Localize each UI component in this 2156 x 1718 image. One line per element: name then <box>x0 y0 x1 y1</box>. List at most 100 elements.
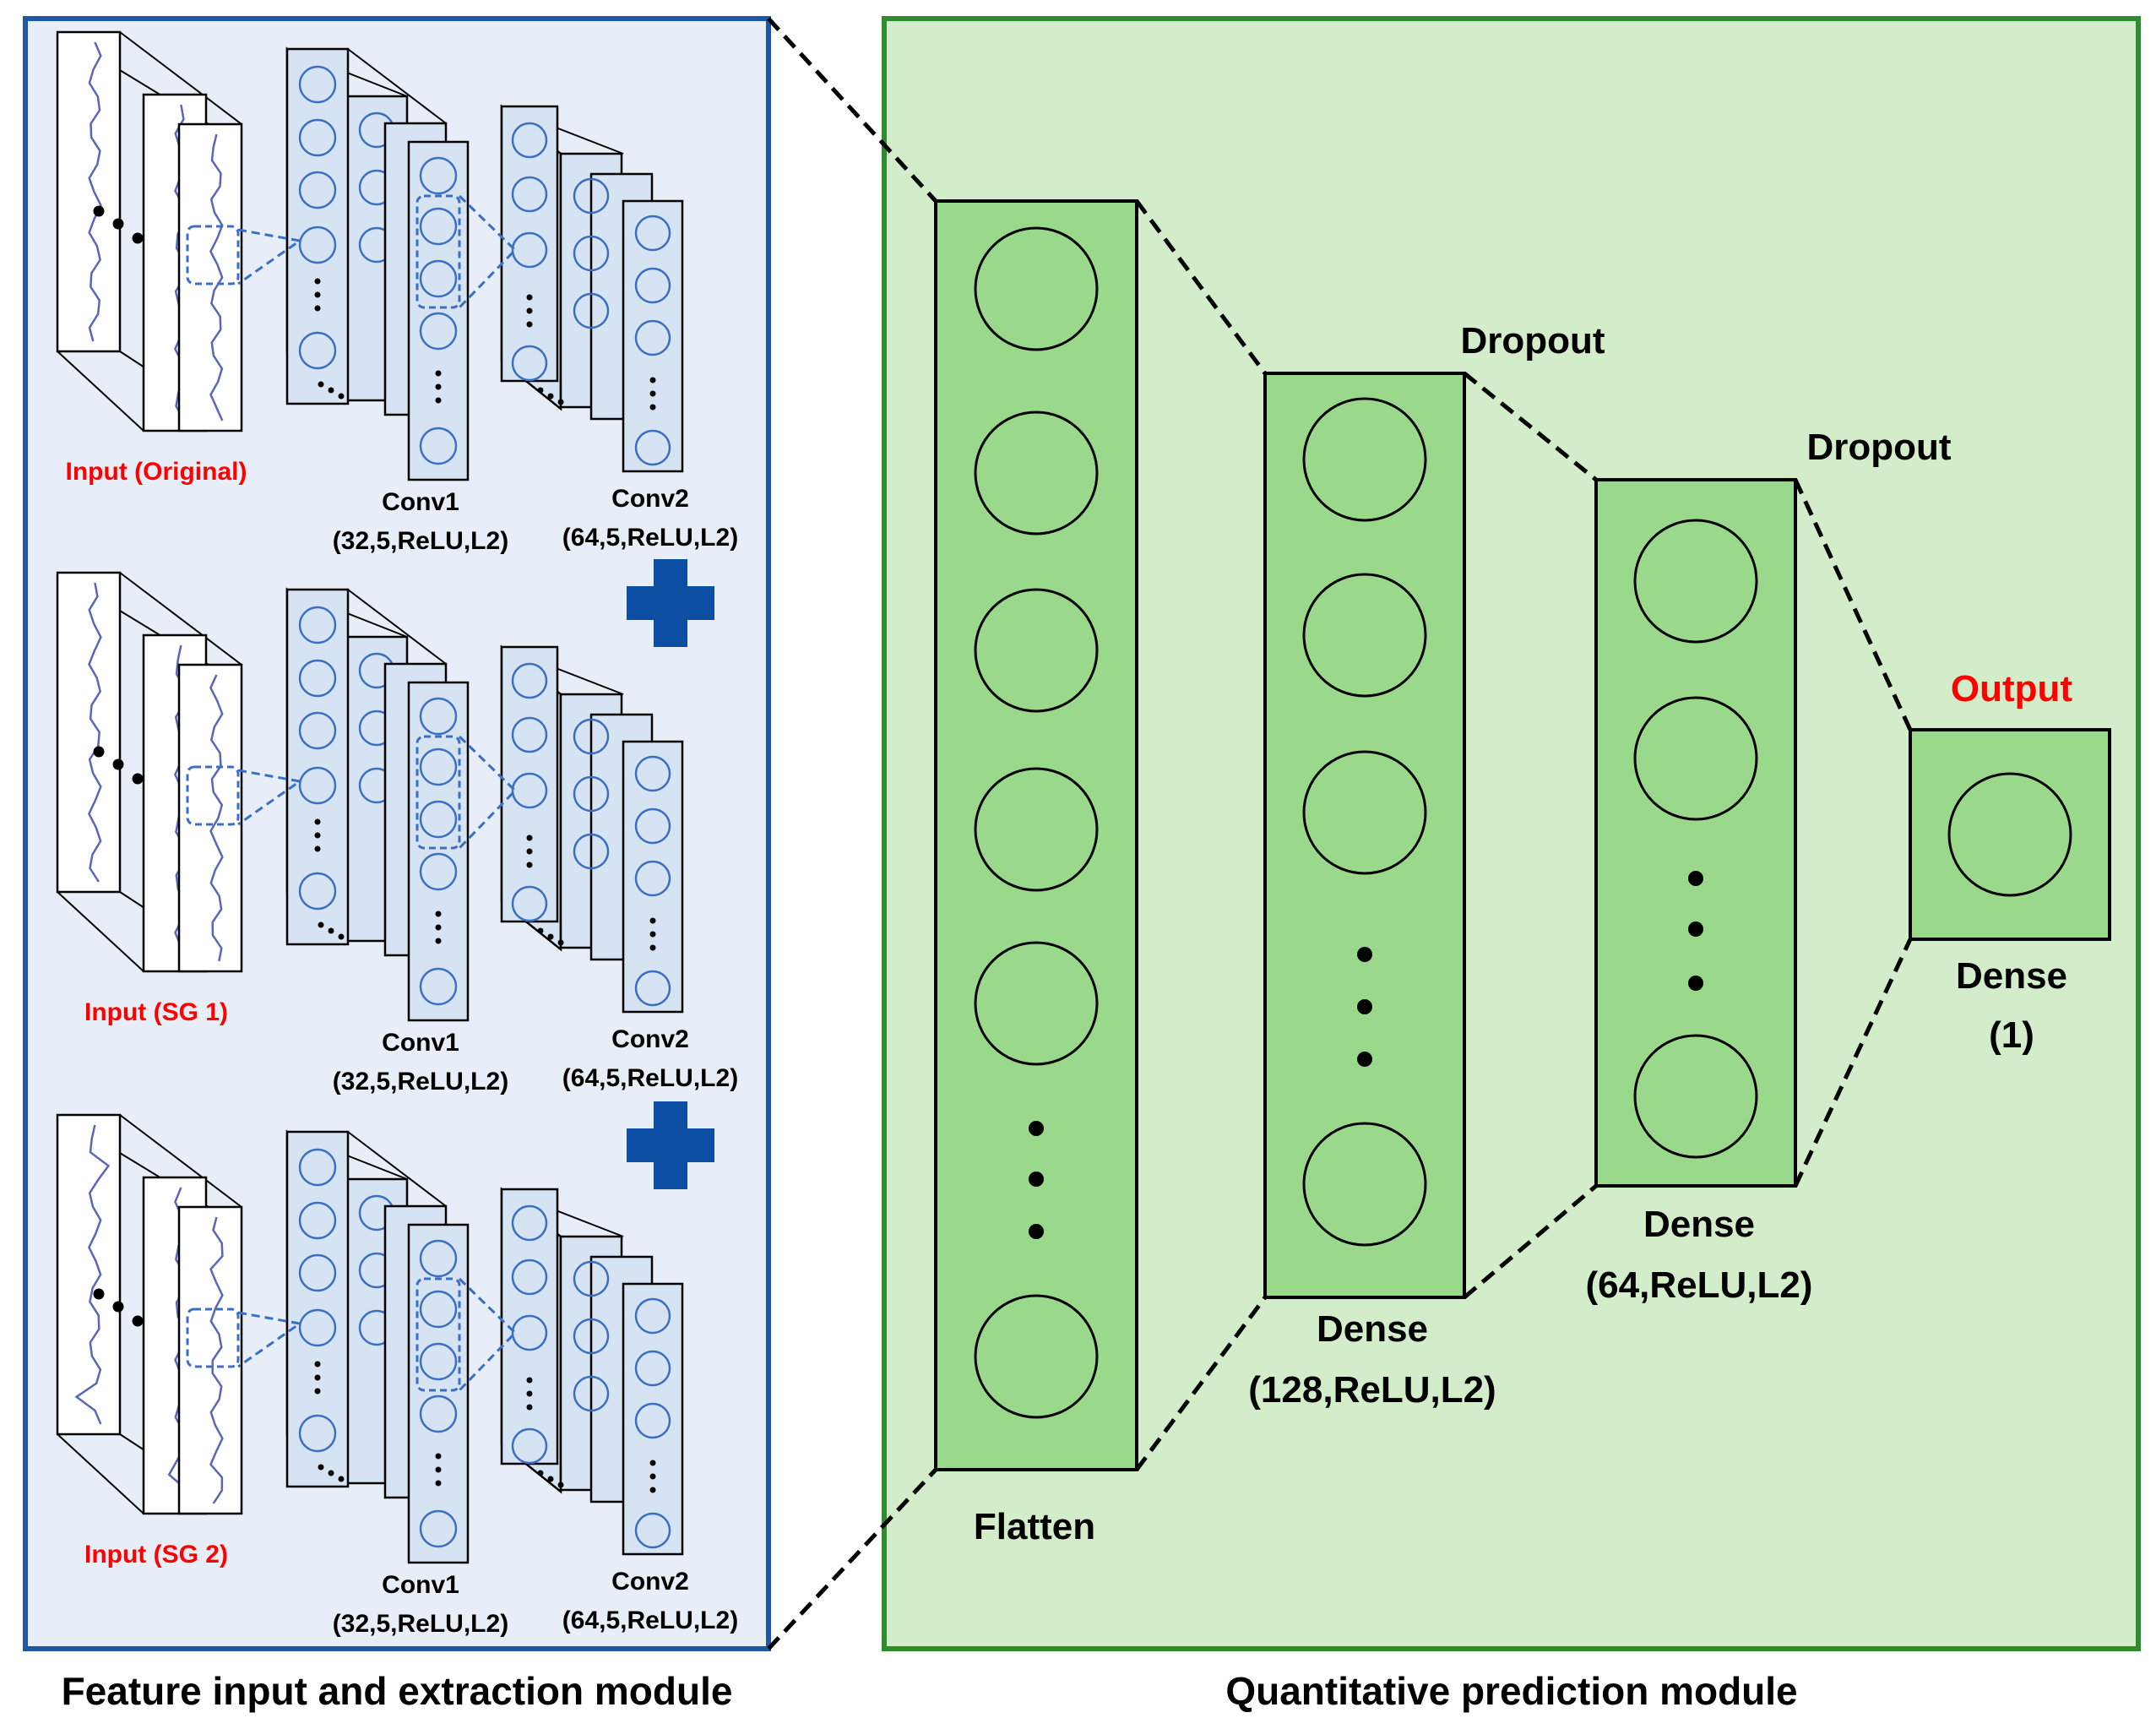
neuron <box>1302 397 1427 522</box>
input-label: Input (SG 1) <box>84 998 228 1026</box>
neuron <box>298 331 337 370</box>
neuron <box>419 852 458 891</box>
neuron <box>298 226 337 264</box>
dropout-label-2: Dropout <box>1806 427 1951 468</box>
neuron <box>511 885 548 922</box>
ellipsis-dot <box>435 383 442 390</box>
ellipsis-dot <box>649 931 656 938</box>
ellipsis-dot <box>314 305 321 312</box>
ellipsis-dot <box>526 321 533 328</box>
ellipsis-dot <box>1688 871 1703 886</box>
neuron <box>511 662 548 699</box>
signal-trace <box>88 41 102 342</box>
conv1-params: (32,5,ReLU,L2) <box>333 527 508 555</box>
neuron <box>298 1308 337 1347</box>
ellipsis-dot <box>314 845 321 852</box>
dense1-params: (128,ReLU,L2) <box>1248 1369 1496 1411</box>
neuron <box>573 177 610 215</box>
neuron <box>511 1204 548 1242</box>
conv1-params: (32,5,ReLU,L2) <box>333 1610 508 1638</box>
ellipsis-dot <box>526 862 533 868</box>
neuron <box>573 833 610 870</box>
neuron <box>511 1314 548 1351</box>
neuron <box>419 259 458 298</box>
signal-trace <box>209 1216 224 1504</box>
neuron <box>511 772 548 809</box>
neuron <box>298 872 337 911</box>
ellipsis-dot <box>435 397 442 404</box>
conv2-block <box>500 644 684 1014</box>
conv2-params: (64,5,ReLU,L2) <box>562 1064 738 1092</box>
conv1-name: Conv1 <box>382 488 459 516</box>
input-sheet <box>56 1113 122 1436</box>
neuron <box>511 1259 548 1296</box>
layer-connector <box>1463 372 1598 481</box>
feature-branches: Input (Original)Conv1(32,5,ReLU,L2)Conv2… <box>56 30 738 1638</box>
ellipsis-dot <box>112 1301 124 1313</box>
layer-connector <box>1134 1296 1268 1471</box>
plus-icon <box>627 559 714 647</box>
ellipsis-dot <box>435 938 442 944</box>
neuron <box>634 970 671 1007</box>
neuron <box>634 860 671 897</box>
ellipsis-dot <box>132 1315 144 1327</box>
receptive-field-box <box>186 225 240 285</box>
input-sheet <box>56 571 122 894</box>
input-label: Input (SG 2) <box>84 1541 228 1568</box>
conv2-name: Conv2 <box>611 1025 689 1053</box>
conv2-right-layer <box>622 1282 684 1556</box>
neuron <box>1302 1122 1427 1247</box>
ellipsis-dot <box>1688 922 1703 937</box>
neuron <box>298 1201 337 1240</box>
input-sheet <box>177 663 243 973</box>
layer-connector <box>1463 1184 1598 1299</box>
zoom-connectors <box>767 17 937 1650</box>
neuron <box>634 215 671 252</box>
neuron <box>634 1402 671 1439</box>
input-sheet <box>56 30 122 353</box>
ellipsis-dot <box>526 835 533 841</box>
conv2-right-layer <box>622 199 684 473</box>
ellipsis-dot <box>649 404 656 410</box>
ellipsis-dot <box>649 1473 656 1480</box>
neuron <box>634 1297 671 1335</box>
dense3-name: Dense <box>1956 955 2067 997</box>
ellipsis-dot <box>132 773 144 785</box>
neuron <box>298 606 337 644</box>
conv1-block <box>285 46 470 481</box>
neuron <box>634 429 671 466</box>
conv2-name: Conv2 <box>611 485 689 513</box>
ellipsis-dot <box>649 377 656 383</box>
zoom-link <box>237 1311 303 1368</box>
feature-branch: Input (SG 1)Conv1(32,5,ReLU,L2)Conv2(64,… <box>56 571 738 1095</box>
neuron <box>1633 1034 1758 1159</box>
neuron <box>511 1427 548 1465</box>
ellipsis-dot <box>93 746 105 758</box>
ellipsis-dot <box>314 818 321 825</box>
signal-trace <box>74 1124 111 1425</box>
neuron <box>511 345 548 382</box>
zoom-link <box>237 228 303 285</box>
ellipsis-dot <box>93 1288 105 1300</box>
zoom-link <box>237 769 303 826</box>
conv2-front-layer <box>500 1188 559 1465</box>
neuron <box>419 800 458 839</box>
neuron <box>573 235 610 272</box>
ellipsis-dot <box>649 944 656 951</box>
prediction-module-title: Quantitative prediction module <box>1225 1669 1797 1713</box>
conv2-name: Conv2 <box>611 1568 689 1596</box>
neuron <box>298 659 337 698</box>
neuron <box>419 1342 458 1381</box>
ellipsis-dot <box>649 1460 656 1466</box>
conv2-block <box>500 1187 684 1556</box>
ellipsis-dot <box>1357 999 1372 1014</box>
ellipsis-dot <box>435 370 442 377</box>
neuron <box>298 118 337 157</box>
neuron <box>419 697 458 736</box>
neuron <box>419 427 458 465</box>
neuron <box>1633 696 1758 821</box>
neuron <box>573 292 610 329</box>
ellipsis-dot <box>435 1480 442 1487</box>
layer-connector <box>1134 199 1268 375</box>
neuron <box>634 807 671 845</box>
